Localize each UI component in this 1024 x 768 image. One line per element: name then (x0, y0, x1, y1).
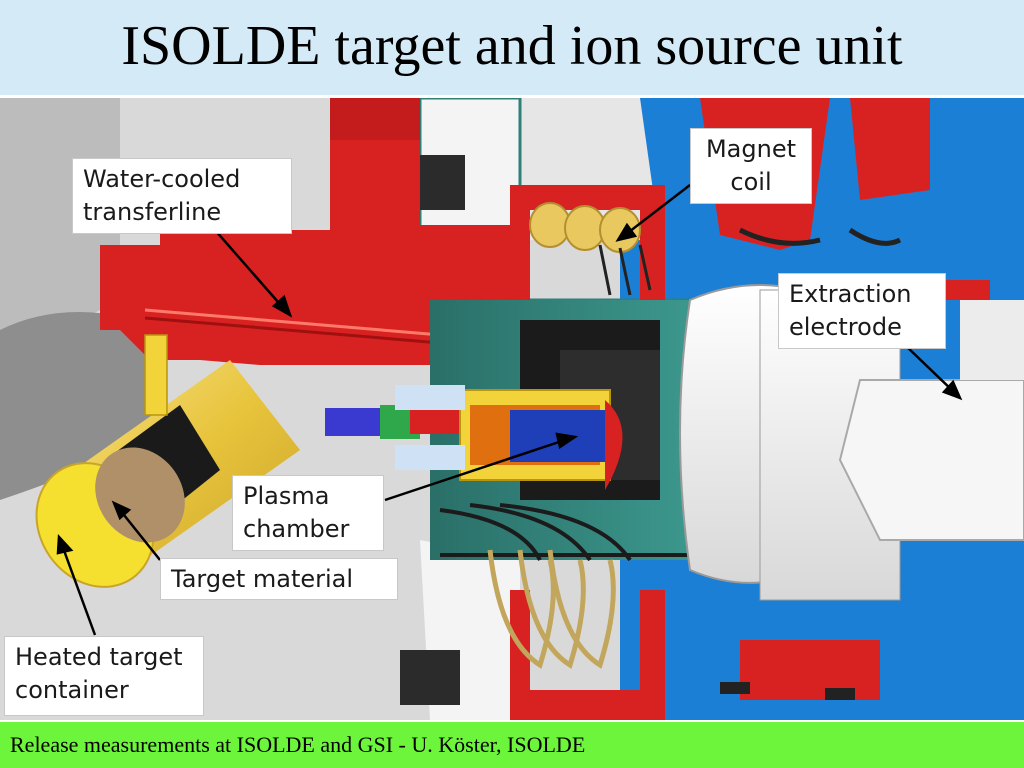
callout-heated-container: Heated target container (4, 636, 204, 716)
coil-wires (487, 549, 616, 669)
callout-extraction-electrode: Extraction electrode (778, 273, 946, 349)
callout-transferline-line2: transferline (83, 198, 222, 226)
callout-magnet-coil-line1: Magnet (705, 135, 797, 163)
callout-target-material: Target material (160, 558, 398, 600)
slide-title: ISOLDE target and ion source unit (121, 15, 903, 77)
extraction-electrode (679, 284, 1024, 601)
footer-bar: Release measurements at ISOLDE and GSI -… (0, 722, 1024, 768)
plasma-chamber (325, 385, 623, 490)
title-bar: ISOLDE target and ion source unit (0, 0, 1024, 98)
callout-plasma-chamber-line2: chamber (243, 515, 350, 543)
callout-extraction-electrode-line1: Extraction (789, 280, 912, 308)
callout-magnet-coil-line2: coil (730, 168, 772, 196)
callout-transferline: Water-cooled transferline (72, 158, 292, 234)
transferline-housing (100, 98, 520, 380)
callout-target-material-line1: Target material (171, 565, 354, 593)
footer-text: Release measurements at ISOLDE and GSI -… (10, 732, 586, 757)
callout-plasma-chamber: Plasma chamber (232, 475, 384, 551)
callout-magnet-coil: Magnet coil (690, 128, 812, 204)
callout-transferline-line1: Water-cooled (83, 165, 241, 193)
callout-arrows (56, 184, 963, 636)
magnet-coil (529, 202, 652, 296)
callout-extraction-electrode-line2: electrode (789, 313, 902, 341)
callout-heated-container-line1: Heated target (15, 643, 183, 671)
callout-plasma-chamber-line1: Plasma (243, 482, 330, 510)
callout-heated-container-line2: container (15, 676, 129, 704)
ion-source-diagram (0, 98, 1024, 720)
